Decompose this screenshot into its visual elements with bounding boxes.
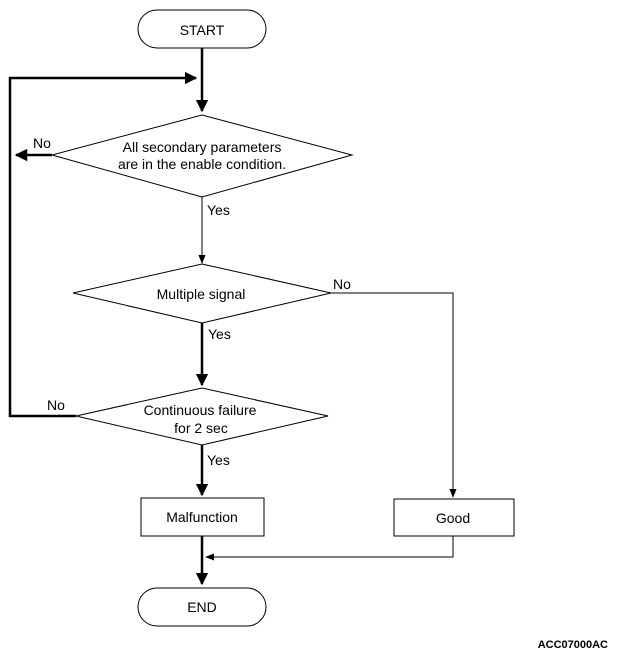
start-node: START [137,9,267,49]
decision-enable-line1: All secondary parameters [123,139,282,155]
figure-code: ACC07000AC [538,639,608,651]
decision-continuous-failure: Continuous failure for 2 sec [75,387,329,446]
loop-back-line [8,71,198,418]
arrow-multiple-no [331,292,457,498]
decision-continuous-line1: Continuous failure [144,402,257,418]
decision-enable-line2: are in the enable condition. [118,156,286,172]
edge-enable-yes-label: Yes [207,202,230,218]
arrow-good-to-end [205,536,454,561]
edge-continuous-no-label: No [47,397,65,413]
edge-continuous-yes-label: Yes [207,452,230,468]
decision-enable-condition: All secondary parameters are in the enab… [50,114,354,198]
decision-continuous-line2: for 2 sec [174,420,228,436]
start-label: START [180,22,225,38]
edge-enable-no-label: No [33,135,51,151]
malfunction-label: Malfunction [166,509,238,525]
end-node: END [137,587,267,627]
decision-multiple-label: Multiple signal [157,286,246,302]
decision-multiple-signal: Multiple signal [72,263,332,324]
end-label: END [187,599,217,615]
edge-multiple-yes-label: Yes [208,326,231,342]
good-node: Good [393,498,515,537]
malfunction-node: Malfunction [140,497,265,537]
edge-multiple-no-label: No [333,276,351,292]
good-label: Good [436,510,470,526]
